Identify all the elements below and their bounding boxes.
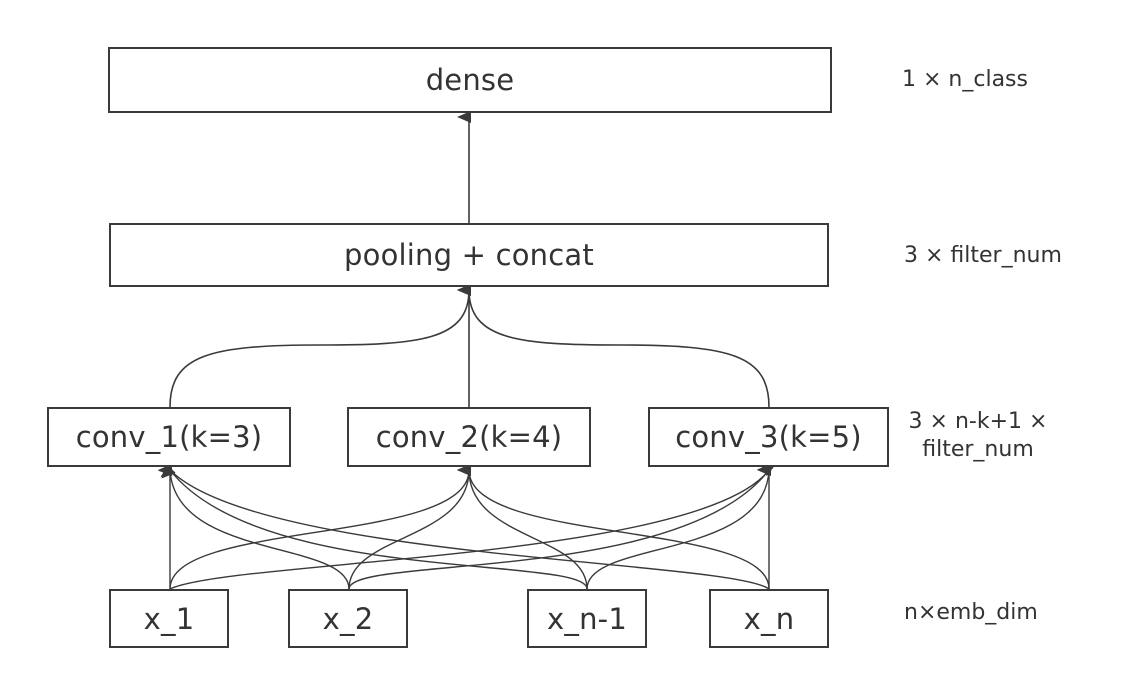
input-xn1-label: x_n-1 [547,601,627,636]
input-x2-label: x_2 [322,601,374,636]
input-xn-label: x_n [743,601,795,636]
input-shape-note: n×emb_dim [904,599,1038,627]
pooling-concat-box: pooling + concat [109,223,829,287]
input-xn-box: x_n [709,589,829,648]
edge-x2-to-conv1 [158,463,350,590]
dense-shape-text: 1 × n_class [902,67,1028,92]
conv1-label: conv_1(k=3) [75,420,263,454]
conv2-label: conv_2(k=4) [375,420,563,454]
dense-layer-label: dense [425,63,515,97]
dense-shape-note: 1 × n_class [902,66,1028,94]
input-xn1-box: x_n-1 [527,589,647,648]
edge-xn1-to-conv1 [160,464,588,590]
input-x2-box: x_2 [288,589,408,648]
conv-shape-note: 3 × n-k+1 × filter_num [903,408,1053,464]
edge-conv3-to-pooling [457,283,770,408]
input-shape-text: n×emb_dim [904,600,1038,625]
conv2-box: conv_2(k=4) [347,407,591,467]
input-x1-label: x_1 [143,601,195,636]
edge-x1-to-conv3 [169,462,775,590]
pooling-shape-note: 3 × filter_num [904,242,1062,270]
edge-xn1-to-conv3 [586,464,772,590]
edge-xn-to-conv2 [457,463,770,590]
edge-x1-to-conv2 [169,464,472,590]
conv-shape-text-line1: 3 × n-k+1 × [908,409,1048,434]
pooling-concat-label: pooling + concat [344,238,594,272]
edge-x2-to-conv3 [348,462,775,590]
conv-shape-text-line2: filter_num [922,437,1034,462]
conv1-box: conv_1(k=3) [47,407,291,467]
conv3-box: conv_3(k=5) [648,407,889,467]
edge-x2-to-conv2 [348,464,472,590]
pooling-shape-text: 3 × filter_num [904,243,1062,268]
edge-xn-to-conv1 [161,464,770,590]
conv3-label: conv_3(k=5) [675,420,862,454]
input-x1-box: x_1 [109,589,229,648]
edge-xn1-to-conv2 [457,463,588,590]
dense-layer-box: dense [108,47,832,113]
edge-conv1-to-pooling [169,284,472,408]
